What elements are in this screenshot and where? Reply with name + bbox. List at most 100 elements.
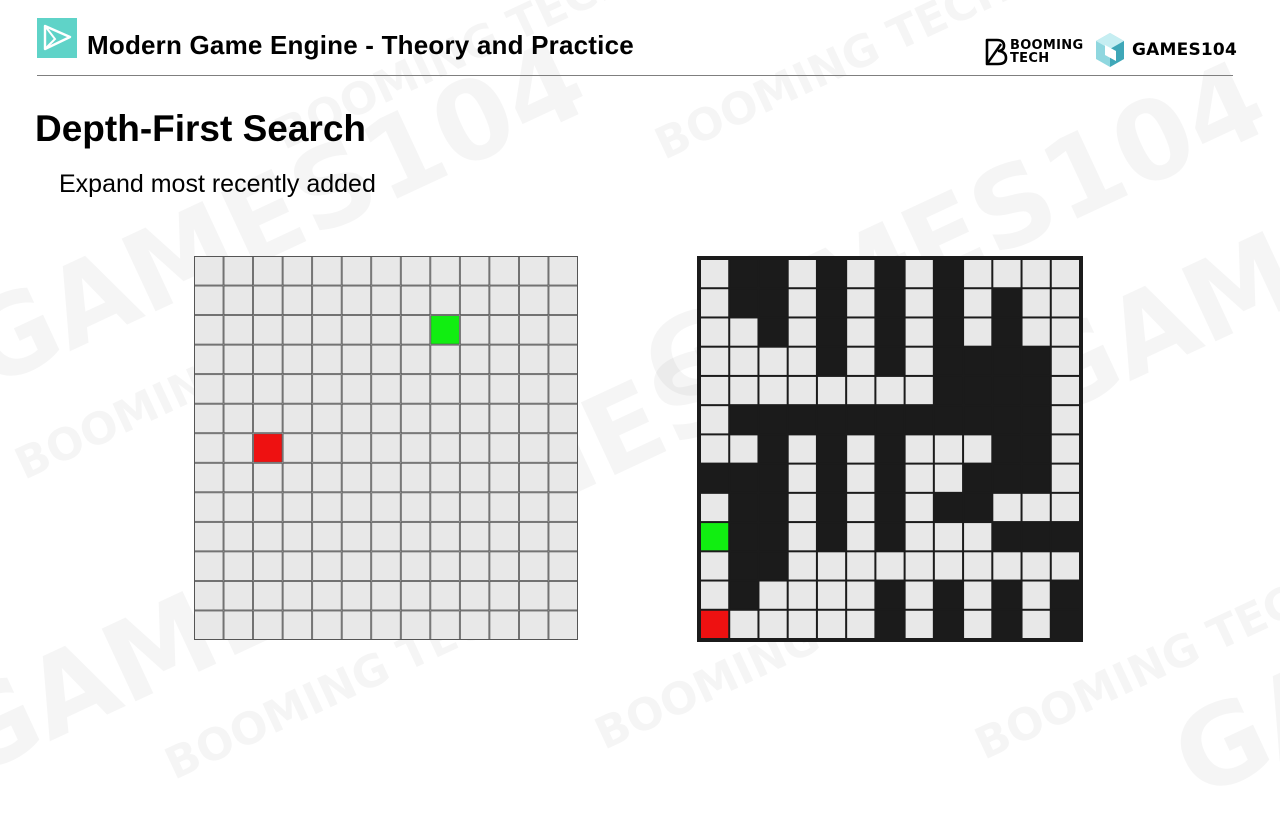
grid-cell [371,285,401,315]
wall-cell [905,406,933,434]
grid-cell [223,492,253,522]
open-cell [730,347,758,375]
open-cell [1022,260,1050,288]
open-cell [964,260,992,288]
grid-cell [548,374,578,404]
slide-subtitle: Expand most recently added [59,170,376,198]
open-cell [759,376,787,405]
grid-cell [489,492,519,522]
open-cell [847,581,875,609]
goal-cell [430,315,460,345]
open-cell [847,464,875,492]
open-cell [759,610,787,638]
grid-cell [371,581,401,611]
open-cell [934,435,963,463]
grid-cell [400,462,431,493]
wall-cell [1022,347,1050,375]
open-cell [1051,493,1079,522]
grid-cell [519,256,549,286]
grid-cell [459,403,490,434]
grid-cell [312,344,342,375]
open-cell [876,376,904,405]
grid-cell [194,462,224,493]
wall-cell [934,376,963,405]
open-cell [730,376,758,405]
open-cell [934,464,963,492]
grid-cell [282,403,313,434]
grid-cell [519,403,549,434]
open-cell [1051,376,1079,405]
open-cell [701,435,729,463]
grid-cell [400,256,431,286]
open-cell [1022,552,1050,580]
grid-cell [194,492,224,522]
grid-cell [459,610,490,640]
grid-cell [430,521,460,552]
goal-cell [701,523,729,551]
wall-cell [817,523,846,551]
grid-cell [430,256,460,286]
grid-cell [519,492,549,522]
grid-cell [371,315,401,345]
grid-cell [253,374,283,404]
grid-cell [341,462,372,493]
grid-cell [548,581,578,611]
open-cell [788,523,816,551]
wall-cell [876,581,904,609]
wall-cell [876,260,904,288]
open-cell [1051,318,1079,346]
grid-cell [430,374,460,404]
open-cell [847,376,875,405]
wall-cell [1022,376,1050,405]
grid-cell [371,462,401,493]
wall-cell [993,347,1021,375]
grid-cell [430,344,460,375]
grid-cell [253,521,283,552]
grid-cell [341,551,372,581]
grid-cell [519,315,549,345]
grid-cell [282,581,313,611]
grid-cell [194,256,224,286]
wall-cell [876,610,904,638]
open-cell [730,318,758,346]
grid-cell [312,256,342,286]
wall-cell [934,406,963,434]
grid-cell [489,462,519,493]
grid-cell [282,521,313,552]
open-cell [701,406,729,434]
grid-cell [548,403,578,434]
grid-cell [548,521,578,552]
grid-cell [400,581,431,611]
open-cell [905,260,933,288]
open-cell [788,435,816,463]
grid-cell [519,551,549,581]
header-divider [37,75,1233,76]
open-cell [964,523,992,551]
grid-cell [312,403,342,434]
grid-cell [489,403,519,434]
grid-cell [371,433,401,463]
wall-cell [730,289,758,317]
wall-cell [876,523,904,551]
grid-cell [519,581,549,611]
grid-cell [312,374,342,404]
wall-cell [759,318,787,346]
open-cell [701,318,729,346]
open-cell [788,376,816,405]
grid-cell [400,492,431,522]
grid-cell [253,610,283,640]
grid-cell [194,315,224,345]
grid-cell [194,374,224,404]
grid-cell [371,256,401,286]
grid-cell [459,551,490,581]
open-cell [876,552,904,580]
grid-cell [223,315,253,345]
open-cell [847,289,875,317]
wall-cell [730,581,758,609]
open-cell [788,289,816,317]
open-cell [817,610,846,638]
open-cell [993,493,1021,522]
grid-cell [489,581,519,611]
grid-cell [194,403,224,434]
open-cell [847,347,875,375]
